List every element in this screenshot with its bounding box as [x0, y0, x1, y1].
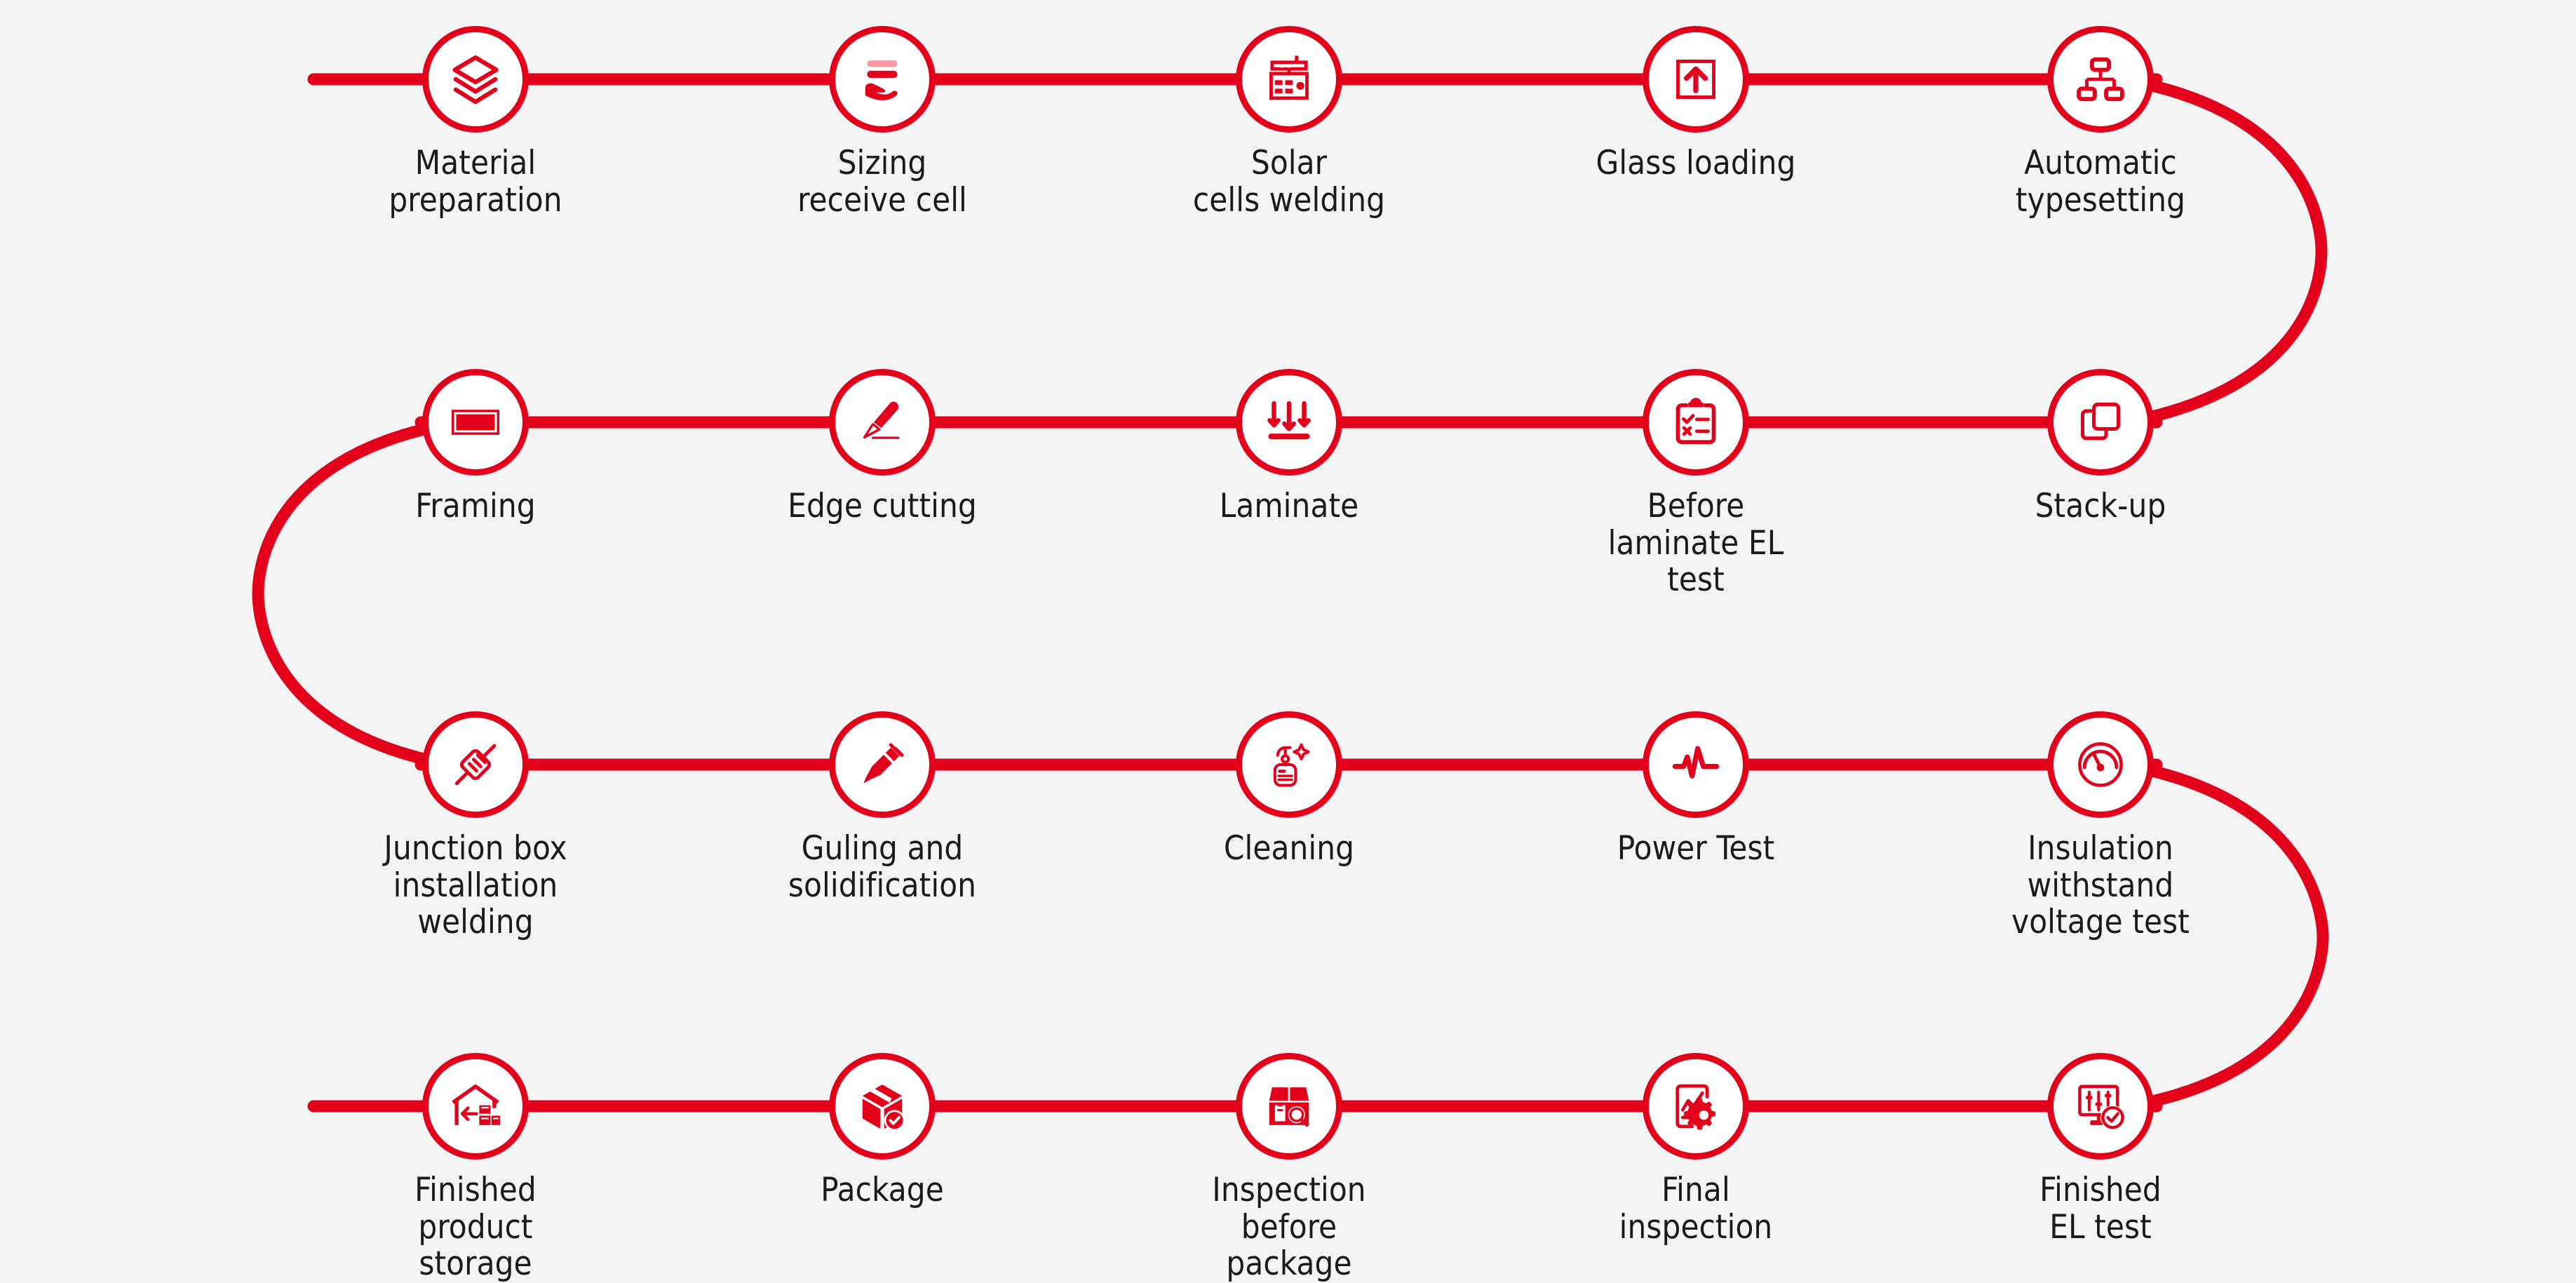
process-step-junction-box-installation-welding[interactable]: Junction box installation welding [370, 711, 581, 941]
step-bubble[interactable] [829, 26, 936, 133]
clipboard-checklist-icon [1666, 392, 1726, 452]
step-label: Power Test [1617, 829, 1775, 868]
spray-bottle-sparkle-icon [1259, 734, 1319, 795]
press-down-arrows-icon [1259, 392, 1319, 452]
turn-right-row3-row4 [2140, 763, 2329, 1109]
step-label: Before laminate EL test [1607, 487, 1784, 600]
step-label: Final inspection [1619, 1171, 1773, 1247]
process-step-finished-el-test[interactable]: Finished EL test [1995, 1053, 2206, 1246]
box-check-icon [852, 1076, 912, 1136]
step-bubble[interactable] [1236, 26, 1342, 133]
process-step-package[interactable]: Package [777, 1053, 987, 1209]
step-bubble[interactable] [1236, 369, 1342, 476]
step-bubble[interactable] [2047, 26, 2154, 133]
step-bubble[interactable] [1236, 711, 1342, 818]
monitor-sliders-check-icon [2070, 1076, 2131, 1136]
step-bubble[interactable] [1643, 1053, 1749, 1160]
box-magnifier-icon [1259, 1076, 1319, 1136]
step-bubble[interactable] [1643, 369, 1749, 476]
report-gear-icon [1666, 1076, 1726, 1136]
process-step-stack-up[interactable]: Stack-up [1995, 369, 2206, 525]
process-step-inspection-before-package[interactable]: Inspection before package [1184, 1053, 1394, 1283]
step-label: Junction box installation welding [384, 829, 567, 942]
step-bubble[interactable] [829, 1053, 936, 1160]
process-step-guling-and-solidification[interactable]: Guling and solidification [777, 711, 987, 904]
process-step-power-test[interactable]: Power Test [1591, 711, 1801, 868]
hand-receive-cell-icon [852, 49, 912, 109]
process-step-final-inspection[interactable]: Final inspection [1591, 1053, 1801, 1246]
step-label: Solar cells welding [1192, 144, 1386, 220]
gauge-meter-icon [2070, 734, 2131, 795]
step-bubble[interactable] [1236, 1053, 1342, 1160]
step-bubble[interactable] [422, 711, 529, 818]
process-step-laminate[interactable]: Laminate [1184, 369, 1394, 525]
step-bubble[interactable] [829, 369, 936, 476]
step-label: Automatic typesetting [2015, 144, 2186, 220]
pulse-waveform-icon [1666, 734, 1726, 795]
frame-rectangle-icon [445, 392, 506, 452]
step-label: Stack-up [2035, 487, 2166, 525]
step-bubble[interactable] [829, 711, 936, 818]
process-step-solar-cells-welding[interactable]: Solar cells welding [1184, 26, 1394, 219]
welding-machine-icon [1259, 49, 1319, 109]
process-step-automatic-typesetting[interactable]: Automatic typesetting [1995, 26, 2206, 219]
step-label: Edge cutting [788, 487, 977, 525]
resistor-component-icon [445, 734, 506, 795]
step-label: Framing [415, 487, 536, 525]
process-step-framing[interactable]: Framing [370, 369, 581, 525]
step-bubble[interactable] [422, 1053, 529, 1160]
step-label: Package [821, 1171, 944, 1209]
cutting-knife-icon [852, 392, 912, 452]
step-label: Finished EL test [2039, 1171, 2162, 1247]
process-step-cleaning[interactable]: Cleaning [1184, 711, 1394, 868]
process-step-edge-cutting[interactable]: Edge cutting [777, 369, 987, 525]
glue-gun-icon [852, 734, 912, 795]
turn-left-row2-row3 [252, 422, 436, 767]
layers-stack-icon [445, 49, 506, 109]
copy-squares-icon [2070, 392, 2131, 452]
warehouse-inbound-icon [445, 1076, 506, 1136]
turn-right-row1-row2 [2140, 78, 2328, 424]
step-bubble[interactable] [1643, 711, 1749, 818]
step-bubble[interactable] [422, 26, 529, 133]
step-label: Cleaning [1223, 829, 1355, 868]
step-label: Guling and solidification [788, 829, 977, 905]
step-bubble[interactable] [2047, 369, 2154, 476]
step-bubble[interactable] [422, 369, 529, 476]
process-step-sizing-receive-cell[interactable]: Sizing receive cell [777, 26, 987, 219]
step-bubble[interactable] [2047, 711, 2154, 818]
step-label: Sizing receive cell [797, 144, 967, 220]
process-step-before-laminate-el-test[interactable]: Before laminate EL test [1591, 369, 1801, 599]
step-label: Glass loading [1596, 144, 1796, 182]
process-step-insulation-withstand-voltage-test[interactable]: Insulation withstand voltage test [1995, 711, 2206, 941]
upload-square-icon [1666, 49, 1726, 109]
sitemap-hierarchy-icon [2070, 49, 2131, 109]
step-bubble[interactable] [2047, 1053, 2154, 1160]
step-label: Inspection before package [1212, 1171, 1366, 1283]
process-step-finished-product-storage[interactable]: Finished product storage [370, 1053, 581, 1283]
step-label: Material preparation [389, 144, 562, 220]
process-step-material-preparation[interactable]: Material preparation [370, 26, 581, 219]
step-label: Insulation withstand voltage test [2011, 829, 2190, 942]
step-label: Finished product storage [414, 1171, 537, 1283]
process-step-glass-loading[interactable]: Glass loading [1591, 26, 1801, 182]
step-label: Laminate [1219, 487, 1359, 525]
step-bubble[interactable] [1643, 26, 1749, 133]
